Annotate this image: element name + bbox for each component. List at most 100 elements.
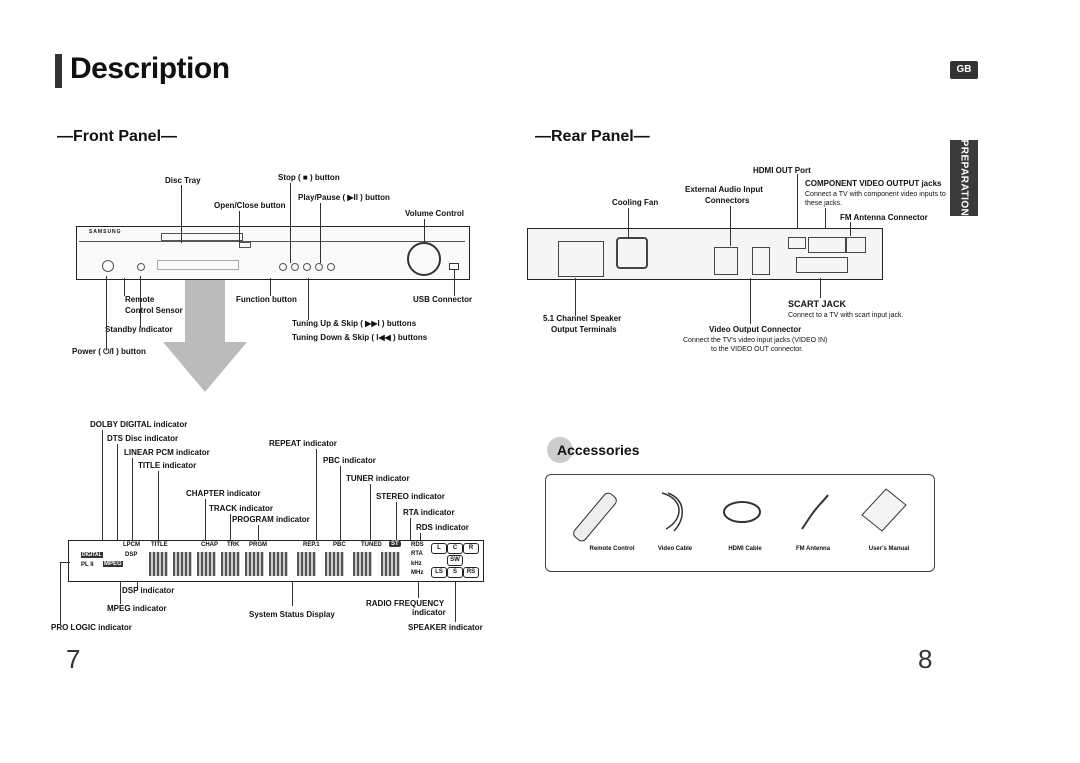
- leader-line: [140, 276, 141, 328]
- segment-digit: [221, 552, 240, 576]
- leader-line: [628, 208, 629, 238]
- component-jacks: [808, 237, 846, 253]
- disp-chap: CHAP: [201, 542, 219, 548]
- accessories-bullet: [547, 437, 573, 463]
- accessory-label: FM Antenna: [795, 546, 831, 552]
- leader-line: [124, 278, 125, 296]
- leader-line: [158, 471, 159, 542]
- rear-panel-device: [527, 228, 883, 280]
- leader-line: [424, 219, 425, 243]
- disp-trk: TRK: [227, 542, 240, 548]
- accessory-label: User's Manual: [868, 546, 910, 552]
- leader-line: [181, 185, 182, 243]
- disp-dsp: DSP: [125, 552, 138, 558]
- fm-antenna-icon: [801, 494, 829, 530]
- leader-line: [850, 222, 851, 236]
- leader-line: [825, 208, 826, 228]
- volume-knob: [407, 242, 441, 276]
- segment-digit: [149, 552, 168, 576]
- disp-mpeg: MPEG: [103, 561, 123, 567]
- title-ind-label: TITLE indicator: [138, 461, 197, 470]
- usb-port: [449, 263, 459, 270]
- video-out-desc-2: to the VIDEO OUT connector.: [711, 346, 804, 353]
- speaker-terminals: [558, 241, 604, 277]
- front-display-window: [157, 260, 239, 270]
- disp-pbc: PBC: [333, 542, 346, 548]
- segment-digit: [197, 552, 216, 576]
- leader-line: [60, 562, 70, 563]
- repeat-label: REPEAT indicator: [269, 439, 337, 448]
- chapter-label: CHAPTER indicator: [186, 489, 261, 498]
- leader-line: [239, 211, 240, 243]
- leader-line: [106, 276, 107, 348]
- speaker-terminal-label-1: 5.1 Channel Speaker: [543, 314, 622, 323]
- disp-prgm: PRGM: [249, 542, 267, 548]
- leader-line: [454, 270, 455, 296]
- fm-antenna-label: FM Antenna Connector: [840, 213, 928, 222]
- segment-digit: [325, 552, 344, 576]
- leader-line: [137, 582, 138, 590]
- leader-line: [750, 278, 751, 324]
- skip-up-button: [303, 263, 311, 271]
- leader-line: [730, 206, 731, 246]
- remote-control-icon: [573, 492, 617, 542]
- title-accent-bar: [55, 54, 62, 88]
- stop-label: Stop ( ■ ) button: [278, 173, 340, 182]
- speaker-terminal-label-2: Output Terminals: [551, 325, 617, 334]
- front-display-panel: LPCM TITLE CHAP TRK PRGM REP.1 PBC TUNED…: [68, 540, 484, 582]
- section-side-tab: PREPARATION: [950, 140, 978, 216]
- accessories-box: Remote Control Video Cable HDMI Cable FM…: [545, 474, 935, 572]
- stop-button: [315, 263, 323, 271]
- program-label: PROGRAM indicator: [232, 515, 310, 524]
- speaker-ind-c: C: [447, 543, 463, 554]
- leader-line: [230, 514, 231, 542]
- external-audio-jacks: [714, 247, 738, 275]
- video-out-label: Video Output Connector: [709, 325, 802, 334]
- skip-down-button: [291, 263, 299, 271]
- component-desc-1: Connect a TV with component video inputs…: [805, 191, 946, 198]
- disp-tuned: TUNED: [361, 542, 382, 548]
- fm-antenna-jack: [846, 237, 866, 253]
- down-arrow-graphic: [163, 280, 247, 392]
- segment-digit: [381, 552, 400, 576]
- scart-jack: [796, 257, 848, 273]
- pro-logic-label: PRO LOGIC indicator: [51, 623, 132, 632]
- rds-label: RDS indicator: [416, 523, 469, 532]
- leader-line: [410, 518, 411, 542]
- disp-title: TITLE: [151, 542, 168, 548]
- disp-rds: RDS: [411, 542, 424, 548]
- system-status-label: System Status Display: [249, 610, 335, 619]
- video-out-jack: [752, 247, 770, 275]
- leader-line: [370, 484, 371, 542]
- segment-digit: [353, 552, 372, 576]
- accessory-label: HDMI Cable: [728, 546, 762, 552]
- leader-line: [820, 278, 821, 298]
- speaker-ind-rs: RS: [463, 567, 479, 578]
- disp-rep: REP.1: [303, 542, 320, 548]
- function-label: Function button: [236, 295, 297, 304]
- mpeg-label: MPEG indicator: [107, 604, 167, 613]
- power-label: Power ( ⏻/I ) button: [72, 347, 146, 356]
- dts-label: DTS Disc indicator: [107, 434, 179, 443]
- disp-lpcm: LPCM: [123, 542, 140, 548]
- tuning-down-label: Tuning Down & Skip ( I◀◀ ) buttons: [292, 333, 428, 342]
- leader-line: [316, 449, 317, 542]
- dsp-label: DSP indicator: [122, 586, 175, 595]
- segment-digit: [269, 552, 288, 576]
- speaker-ind-label: SPEAKER indicator: [408, 623, 483, 632]
- segment-digit: [173, 552, 192, 576]
- leader-line: [575, 278, 576, 316]
- standby-led: [137, 263, 145, 271]
- ext-audio-label-2: Connectors: [705, 196, 750, 205]
- remote-sensor-label-2: Control Sensor: [125, 306, 183, 315]
- tuning-up-label: Tuning Up & Skip ( ▶▶I ) buttons: [292, 319, 417, 328]
- leader-line: [797, 174, 798, 228]
- front-panel-device: SAMSUNG: [76, 226, 470, 280]
- dolby-label: DOLBY DIGITAL indicator: [90, 420, 188, 429]
- stereo-label: STEREO indicator: [376, 492, 445, 501]
- leader-line: [117, 444, 118, 542]
- open-close-label: Open/Close button: [214, 201, 286, 210]
- leader-line: [292, 582, 293, 606]
- play-pause-label: Play/Pause ( ▶II ) button: [298, 193, 390, 202]
- scart-label: SCART JACK: [788, 299, 847, 309]
